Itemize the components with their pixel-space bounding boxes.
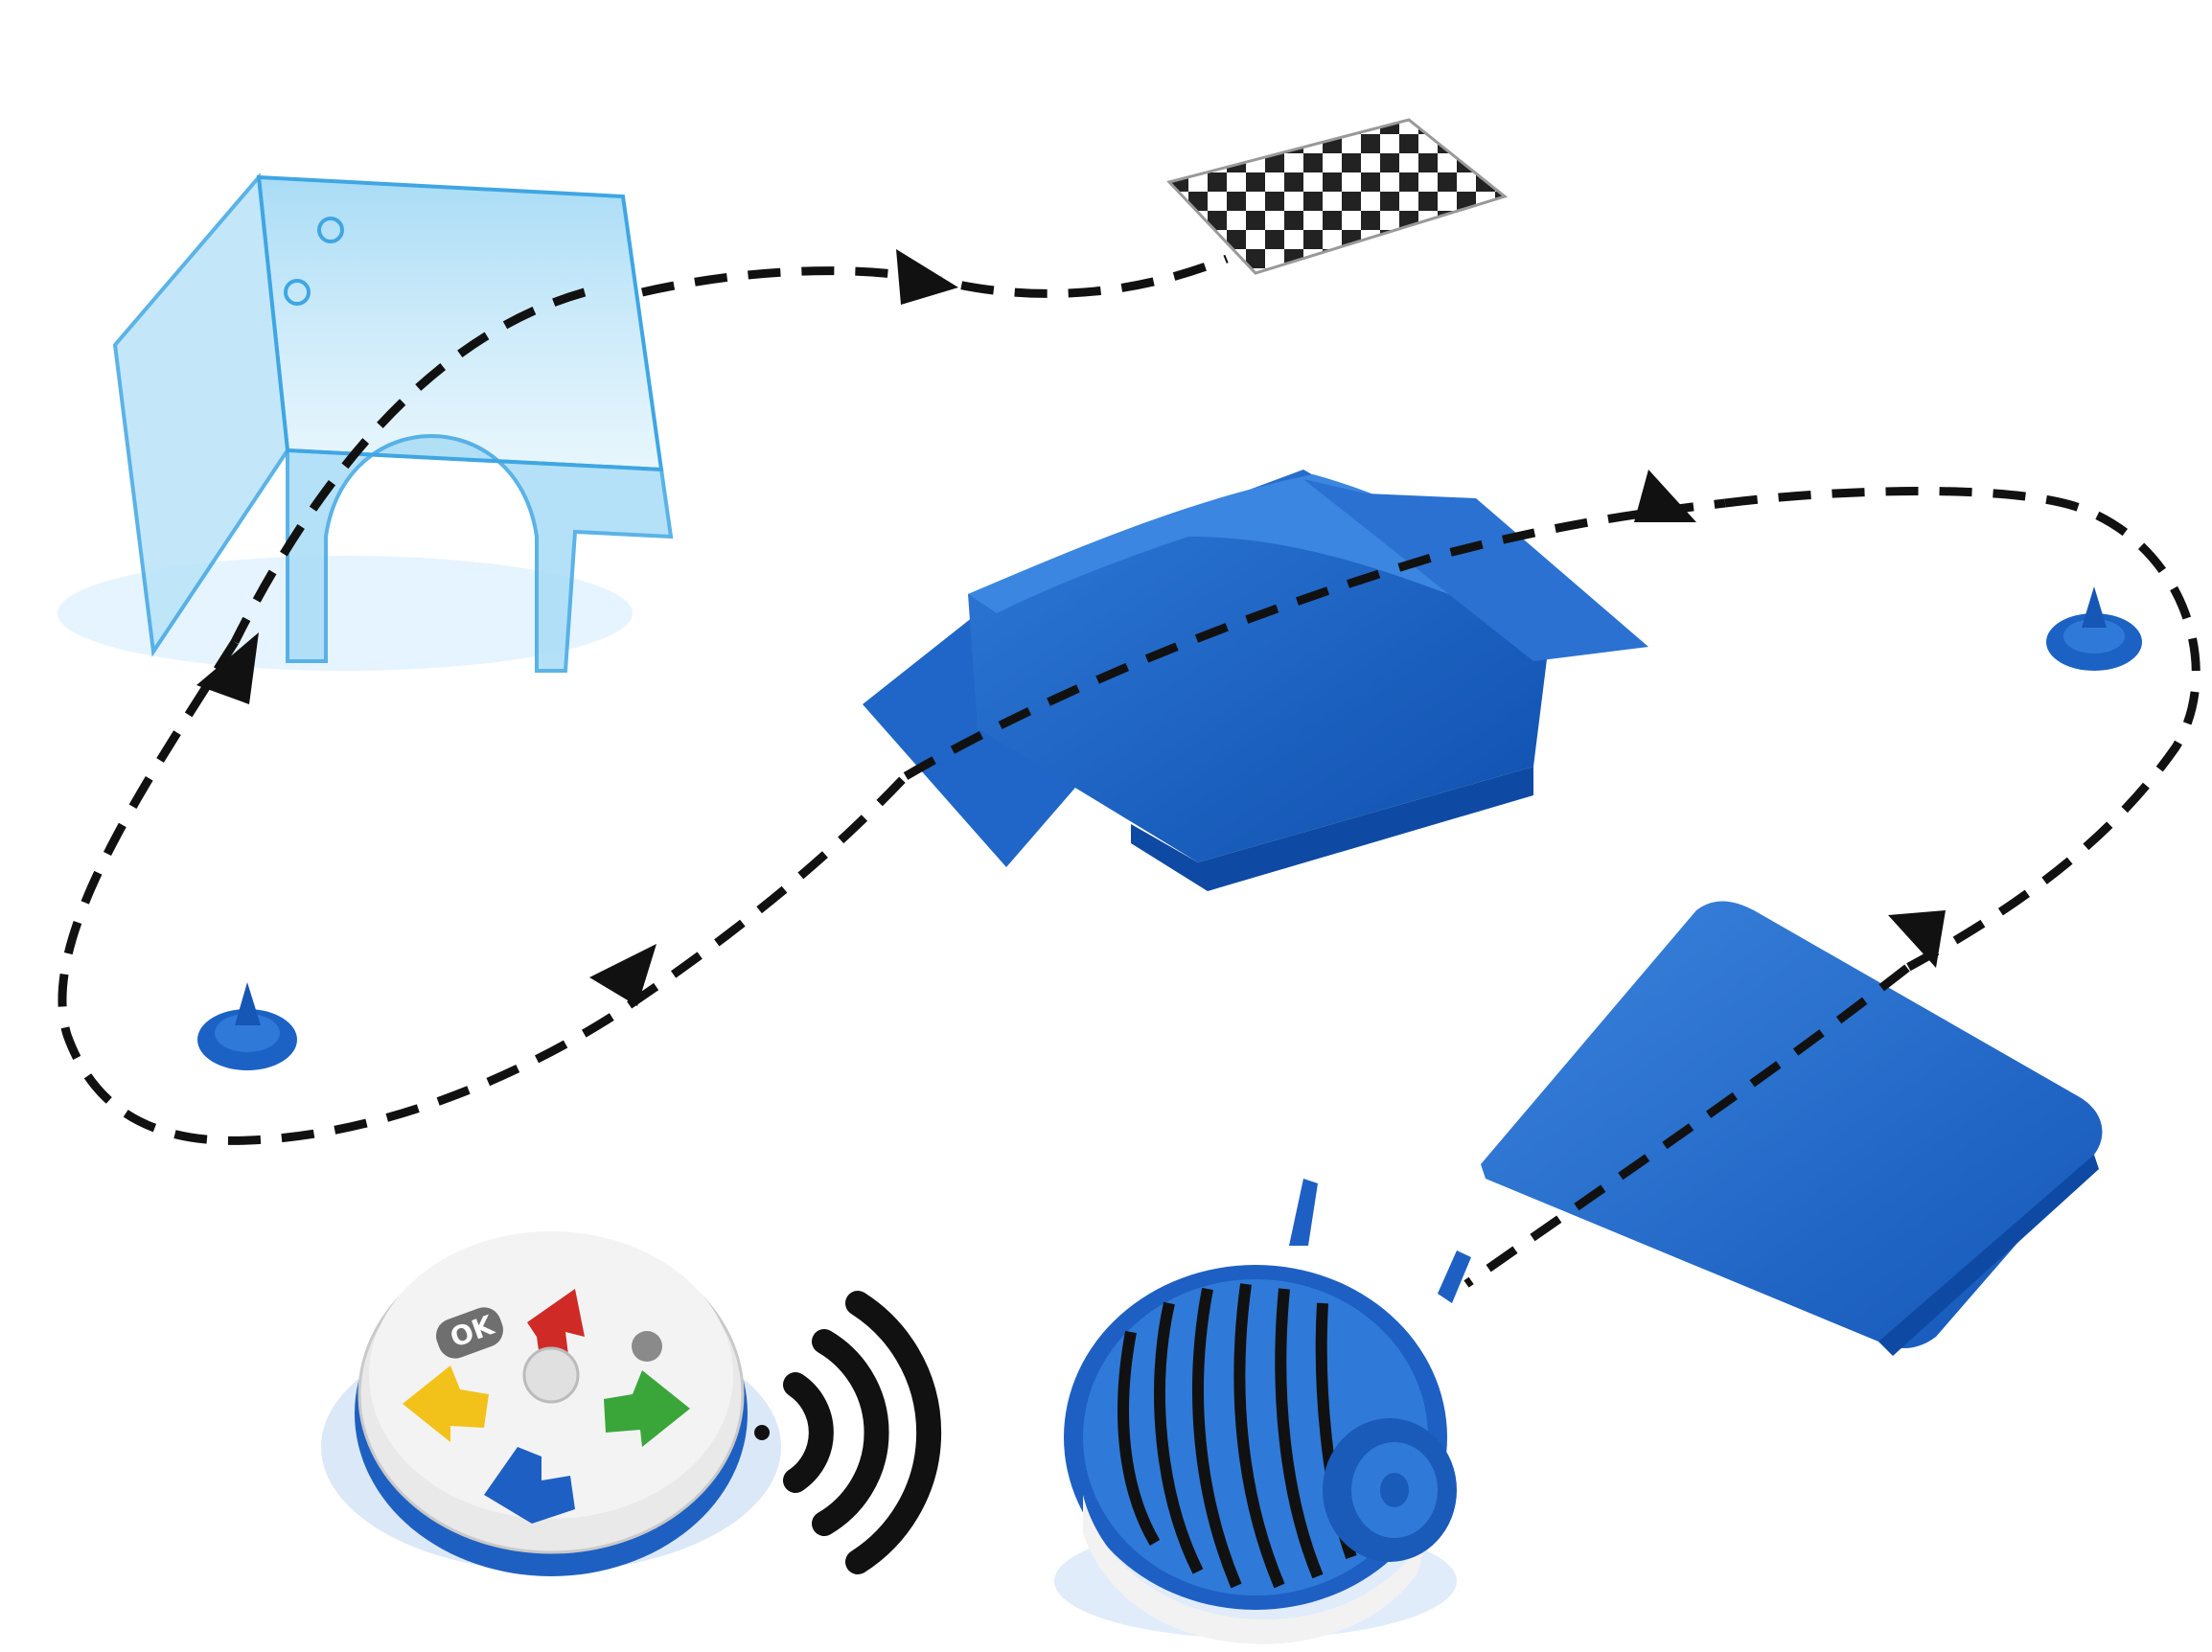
remote-clear-button <box>632 1331 662 1362</box>
remote-right-button <box>604 1370 690 1447</box>
ramp-icon <box>1481 901 2103 1356</box>
remote-left-button <box>403 1365 489 1442</box>
remote-control-icon: OK <box>321 1231 781 1576</box>
remote-center-button <box>522 1346 580 1404</box>
cone-marker-icon <box>197 982 297 1070</box>
direction-arrow-icon <box>896 249 958 305</box>
remote-back-button <box>484 1447 575 1524</box>
direction-arrow-icon <box>1634 470 1696 522</box>
robot-beetle-icon <box>1054 1179 1471 1644</box>
checkered-flag-mat-icon <box>1166 118 1509 275</box>
direction-arrow-icon <box>589 944 657 1006</box>
wireless-signal-icon <box>754 1291 942 1574</box>
tunnel-icon <box>58 172 674 673</box>
route-path <box>58 254 2200 1288</box>
direction-arrow-icon <box>1888 910 1946 968</box>
direction-arrow-icon <box>196 632 259 704</box>
cone-marker-icon <box>2046 586 2142 671</box>
